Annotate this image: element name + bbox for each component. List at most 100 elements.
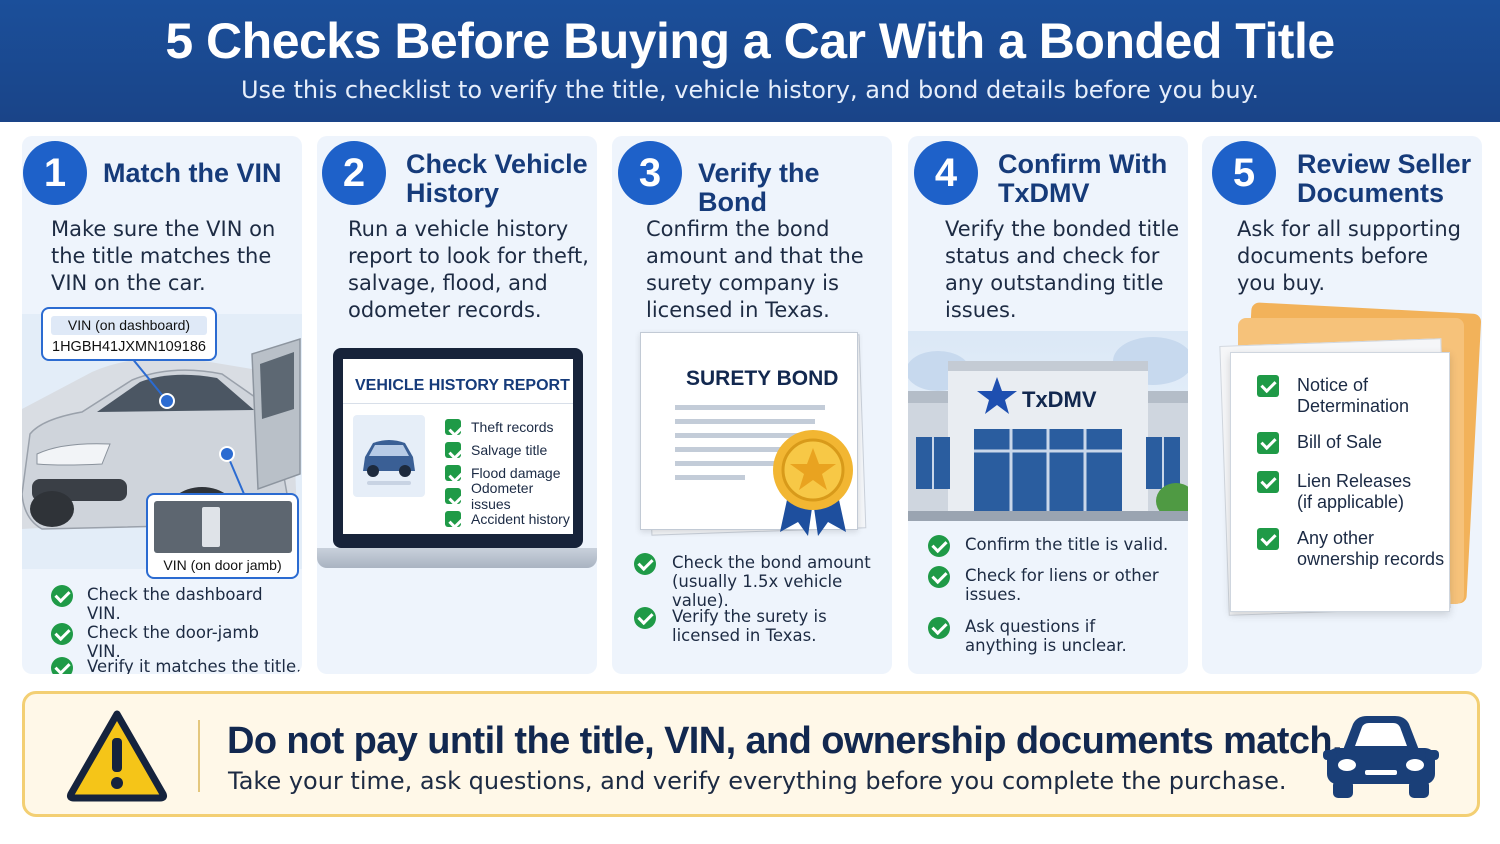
card-confirm-txdmv: 4 Confirm With TxDMV Verify the bonded t… [908,136,1188,674]
desc-line: Make sure the VIN on [51,217,276,241]
vin-dashboard-callout: VIN (on dashboard) 1HGBH41JXMN109186 [41,307,217,361]
laptop-base [317,548,597,568]
warning-banner: Do not pay until the title, VIN, and own… [22,691,1480,817]
laptop-illustration: VEHICLE HISTORY REPORT Theft records Sal… [317,348,597,568]
page-subtitle: Use this checklist to verify the title, … [240,76,1260,104]
vin-sticker [202,507,220,547]
desc-line: surety company is [646,271,839,295]
report-panel: VEHICLE HISTORY REPORT Theft records Sal… [343,359,573,534]
check-circle-icon [51,623,73,645]
desc-line: issues. [945,298,1017,322]
check-item: Confirm the title is valid. [928,535,1168,557]
check-item: Verify it matches the title. [51,657,301,674]
card-description: Run a vehicle history report to look for… [348,216,589,324]
card-verify-bond: 3 Verify the Bond Confirm the bond amoun… [612,136,892,674]
warning-icon [66,710,168,802]
vin-number: 1HGBH41JXMN109186 [52,339,206,355]
desc-line: salvage, flood, and [348,271,548,295]
report-item: Salvage title [445,438,573,461]
card-title: Check Vehicle History [406,150,588,208]
desc-line: Confirm the bond [646,217,830,241]
card-seller-documents: 5 Review Seller Documents Ask for all su… [1202,136,1482,674]
surety-bond-document: SURETY BOND [640,332,867,536]
star-icon [790,448,836,490]
check-circle-icon [928,566,950,588]
desc-line: you buy. [1237,271,1326,295]
check-circle-icon [51,657,73,674]
banner-subtext: Take your time, ask questions, and verif… [228,767,1287,795]
report-item: Accident history [445,507,573,530]
desc-line: VIN on the car. [51,271,206,295]
report-title: VEHICLE HISTORY REPORT [355,377,570,394]
star-icon [977,377,1017,414]
check-circle-icon [634,553,656,575]
header: 5 Checks Before Buying a Car With a Bond… [0,0,1500,122]
report-checklist: Theft records Salvage title Flood damage… [445,415,573,530]
desc-line: the title matches the [51,244,272,268]
card-vehicle-history: 2 Check Vehicle History Run a vehicle hi… [317,136,597,674]
vin-door-callout: VIN (on door jamb) [146,493,299,579]
check-circle-icon [51,585,73,607]
txdmv-building-illustration: TxDMV [908,331,1188,521]
desc-line: amount and that the [646,244,864,268]
card-match-vin: 1 Match the VIN Make sure the VIN on the… [22,136,302,674]
desc-line: report to look for theft, [348,244,589,268]
checkbox-icon [445,464,461,481]
building-icon [908,337,1188,521]
bond-title: SURETY BOND [686,367,839,390]
checkbox-icon [445,487,461,504]
check-circle-icon [928,535,950,557]
card-title: Confirm With TxDMV [998,150,1167,208]
laptop-screen: VEHICLE HISTORY REPORT Theft records Sal… [333,348,583,548]
desc-line: odometer records. [348,298,542,322]
check-item: Check the bond amount(usually 1.5x vehic… [634,553,892,610]
step-badge: 1 [23,141,87,205]
desc-line: Run a vehicle history [348,217,569,241]
step-badge: 5 [1212,141,1276,205]
card-title: Verify the Bond [698,159,892,217]
report-item: Theft records [445,415,573,438]
door-jamb-sticker [154,501,292,553]
document-stack [1219,302,1482,624]
car-thumbnail [353,415,425,497]
card-title: Match the VIN [103,159,282,188]
checkbox-icon [1257,432,1279,454]
step-badge: 4 [914,141,978,205]
desc-line: licensed in Texas. [646,298,830,322]
checkbox-icon [1257,528,1279,550]
report-item: Odometer issues [445,480,573,512]
check-circle-icon [634,607,656,629]
card-description: Ask for all supporting documents before … [1237,216,1461,297]
medal-icon [773,430,853,536]
card-title-line: Check Vehicle [406,149,588,179]
document-item: Lien Releases(if applicable) [1257,471,1411,513]
car-icon [1323,716,1439,798]
checkbox-icon [445,510,461,527]
step-badge: 2 [322,141,386,205]
checkbox-icon [445,441,461,458]
page-title: 5 Checks Before Buying a Car With a Bond… [165,13,1335,69]
card-title-line: Match the VIN [103,158,282,188]
card-description: Verify the bonded title status and check… [945,216,1179,324]
card-title: Review Seller Documents [1297,150,1471,208]
card-description: Make sure the VIN on the title matches t… [51,216,275,297]
step-badge: 3 [618,141,682,205]
car-icon [363,440,415,485]
card-title-line: TxDMV [998,178,1090,208]
desc-line: any outstanding title [945,271,1164,295]
desc-line: Verify the bonded title [945,217,1180,241]
card-title-line: Verify the Bond [698,158,820,217]
checkbox-icon [445,418,461,435]
banner-headline: Do not pay until the title, VIN, and own… [227,720,1343,762]
building-sign: TxDMV [1022,387,1097,412]
desc-line: documents before [1237,244,1429,268]
report-item: Flood damage [445,461,573,484]
checkbox-icon [1257,471,1279,493]
